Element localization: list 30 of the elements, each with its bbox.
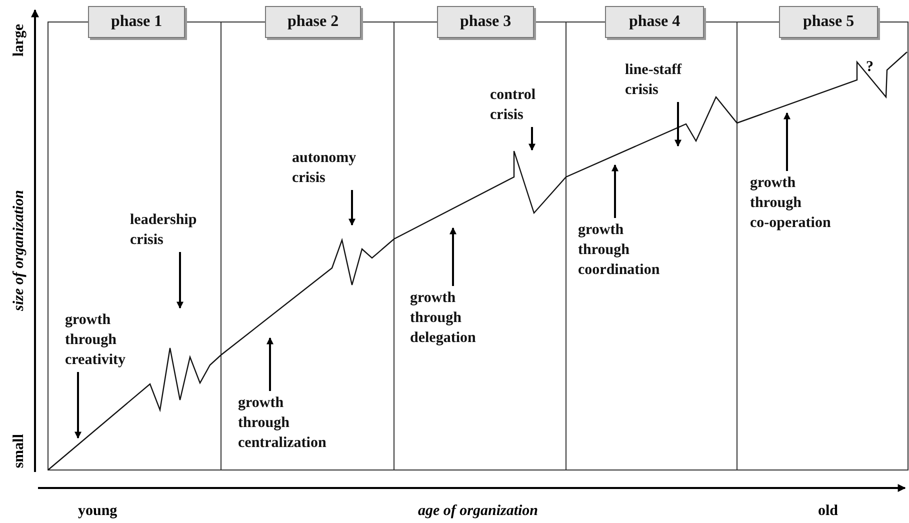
annotation-text: growth through coordination [578, 220, 660, 280]
annotation-text: line-staff crisis [625, 60, 682, 100]
axis-title: age of organization [418, 502, 538, 520]
arrow [266, 337, 274, 391]
arrow [612, 164, 618, 218]
phase-label: phase 1 [88, 6, 185, 38]
phase-label: phase 5 [779, 6, 878, 38]
axis-label: old [818, 502, 838, 520]
arrow [784, 112, 790, 171]
axis-label: young [78, 502, 118, 520]
arrow [74, 372, 82, 439]
phase-label: phase 2 [265, 6, 361, 38]
arrow [528, 127, 536, 151]
question-mark: ? [866, 58, 874, 76]
annotation-text: growth through delegation [410, 288, 476, 348]
annotation-text: growth through centralization [238, 393, 326, 453]
axis-title: size of organization [10, 190, 28, 310]
arrow [674, 102, 682, 147]
annotation-text: growth through creativity [65, 310, 126, 370]
arrow [348, 190, 356, 226]
arrow [450, 227, 456, 286]
arrow [176, 252, 184, 309]
annotation-text: growth through co-operation [750, 173, 831, 233]
phase-label: phase 3 [437, 6, 534, 38]
phase-label: phase 4 [605, 6, 704, 38]
axis-label: small [10, 434, 28, 468]
axis-label: large [10, 24, 28, 56]
annotation-text: leadership crisis [130, 210, 197, 250]
annotation-text: control crisis [490, 85, 536, 125]
annotation-text: autonomy crisis [292, 148, 356, 188]
